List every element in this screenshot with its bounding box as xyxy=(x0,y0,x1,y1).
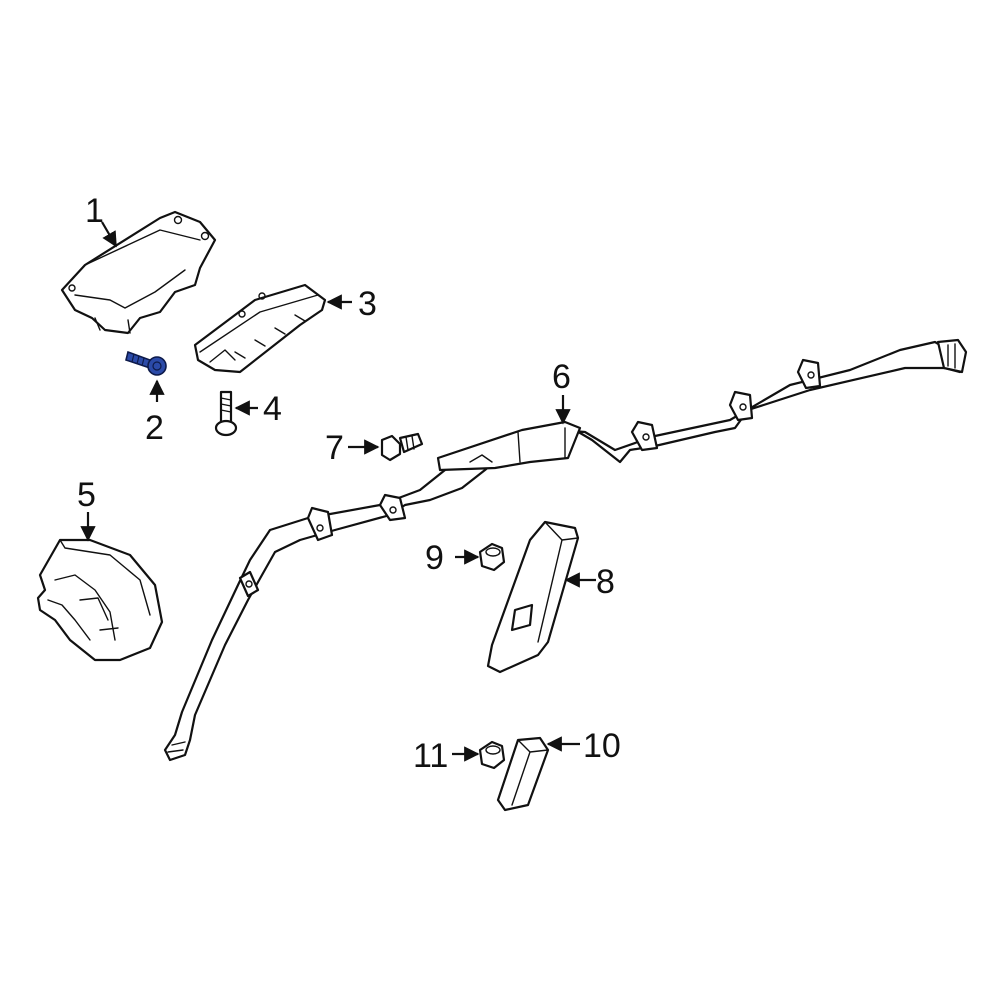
part-6-curtain-airbag[interactable] xyxy=(163,338,968,762)
callout-8[interactable]: 8 xyxy=(596,563,615,601)
callout-10[interactable]: 10 xyxy=(583,727,621,765)
part-5-driver-airbag[interactable] xyxy=(36,538,164,662)
callout-5[interactable]: 5 xyxy=(77,476,96,514)
callout-3[interactable]: 3 xyxy=(358,285,377,323)
part-11-nut[interactable] xyxy=(478,740,506,770)
callout-11[interactable]: 11 xyxy=(413,737,448,775)
callout-4[interactable]: 4 xyxy=(263,390,282,428)
callout-1[interactable]: 1 xyxy=(85,192,104,230)
part-2-bolt[interactable] xyxy=(125,350,167,376)
callout-2[interactable]: 2 xyxy=(145,409,164,447)
leader-1 xyxy=(101,221,117,248)
callout-6[interactable]: 6 xyxy=(552,358,571,396)
part-9-nut[interactable] xyxy=(478,542,506,572)
part-1-airbag-module[interactable] xyxy=(60,210,217,335)
callout-9[interactable]: 9 xyxy=(425,539,444,577)
part-3-knee-airbag[interactable] xyxy=(193,283,327,374)
part-7-stud-bolt[interactable] xyxy=(380,432,424,462)
part-4-bolt[interactable] xyxy=(214,390,238,437)
part-8-side-airbag[interactable] xyxy=(486,520,580,674)
part-10-trim-pad[interactable] xyxy=(496,736,550,812)
callout-7[interactable]: 7 xyxy=(325,429,344,467)
